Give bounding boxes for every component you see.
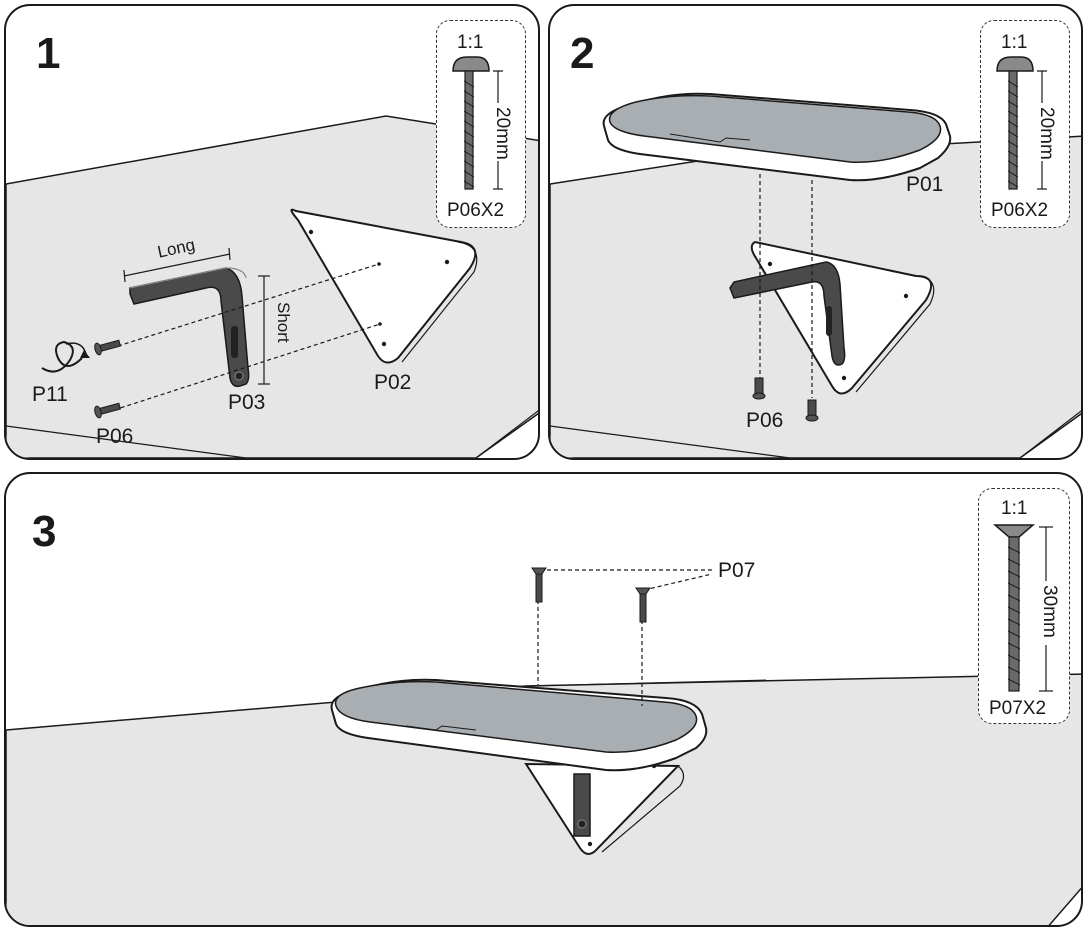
part-label-p02: P02 [374, 371, 412, 394]
part-label-p03: P03 [228, 391, 266, 414]
step-number: 2 [570, 29, 595, 78]
part-label-p07: P07 [718, 559, 756, 582]
step-number: 1 [36, 29, 61, 78]
screw-p06-actual-size [452, 56, 503, 190]
step-3-panel: 3 P07 1:1 30mm P07X2 [4, 472, 1083, 927]
scale-reference-box: 1:1 20mm P06X2 [980, 20, 1070, 228]
part-label-p11: P11 [32, 383, 68, 406]
table-surface [6, 115, 538, 458]
scale-ratio-label: 1:1 [1001, 32, 1028, 53]
triangle-plate [524, 762, 681, 855]
step-1-panel: 1 Long Short P11 P06 P03 P02 1:1 20mm P0… [4, 4, 540, 460]
screw-p07-actual-size [992, 524, 1053, 692]
step-2-illustration [550, 92, 1081, 458]
screw-p06-lower [94, 402, 122, 419]
hex-key-tool [41, 340, 83, 373]
scale-reference-box: 1:1 30mm P07X2 [978, 488, 1070, 724]
step-number: 3 [32, 507, 57, 556]
screw-p06-upper [94, 339, 122, 356]
scale-ratio-label: 1:1 [457, 32, 484, 53]
step-2-panel: 2 P01 P06 1:1 20mm P06X2 [548, 4, 1083, 460]
part-label-p06: P06 [96, 425, 134, 448]
scale-caption: P07X2 [989, 698, 1047, 719]
step-1-illustration [6, 115, 538, 458]
screw-p06-left [752, 377, 766, 400]
table-edge [6, 425, 247, 458]
screw-length-label: 20mm [492, 107, 513, 160]
screw-p06-actual-size [996, 56, 1047, 190]
step-3-illustration [6, 567, 1081, 925]
l-bracket [573, 773, 591, 837]
l-bracket [729, 261, 846, 366]
scale-caption: P06X2 [991, 200, 1049, 221]
screw-length-label: 30mm [1039, 585, 1060, 638]
short-dimension-label: Short [274, 302, 293, 343]
screw-length-label: 20mm [1036, 107, 1057, 160]
table-front-edge [475, 410, 538, 458]
screw-p06-right [805, 399, 819, 422]
scale-caption: P06X2 [447, 200, 505, 221]
screw-p07-right [635, 587, 651, 623]
scale-reference-box: 1:1 20mm P06X2 [436, 20, 526, 228]
l-bracket [129, 267, 250, 388]
scale-ratio-label: 1:1 [1001, 498, 1028, 519]
screw-p07-left [531, 567, 547, 603]
part-label-p06: P06 [746, 409, 784, 432]
part-label-p01: P01 [906, 173, 944, 196]
